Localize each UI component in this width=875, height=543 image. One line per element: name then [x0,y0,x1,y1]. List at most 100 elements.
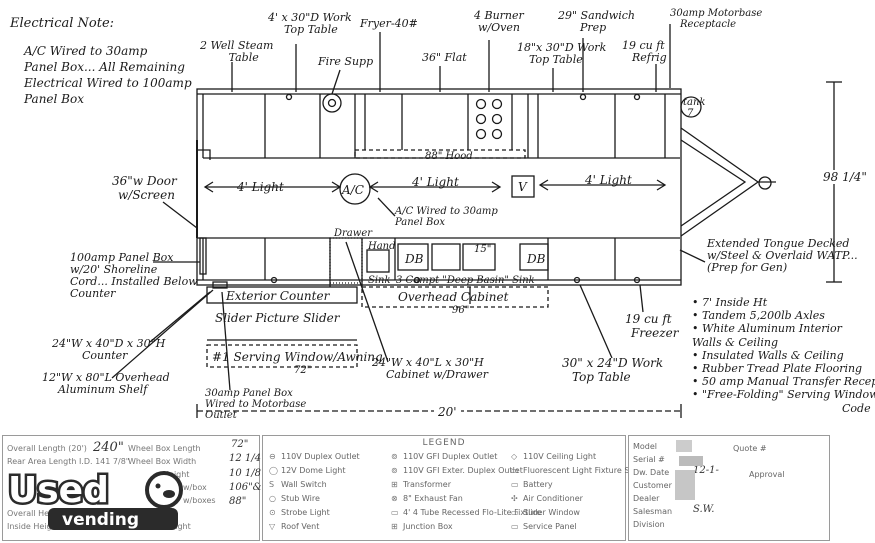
dim-label: w/boxes [183,496,216,505]
legend-item-label: Wall Switch [281,480,327,489]
cabinet-size-label: 96" [452,305,470,316]
dim-label: Wheel Box Length [128,444,201,453]
serving-window-label: #1 Serving Window/Awning [212,350,383,364]
sink-size-label: 15" [474,244,492,255]
electrical-note-line: Panel Box... All Remaining [24,60,185,74]
sink-label: Sink [368,275,391,286]
legend-symbol-icon: ⊙ [269,508,276,517]
dim-value: 106"& [229,482,262,493]
legend-item-label: Fluorescent Light Fixture Surface Mt. [523,466,670,475]
legend-symbol-icon: ▽ [269,522,276,531]
logo-word: vending [62,510,139,530]
info-value: S.W. [693,504,715,515]
legend-symbol-icon: ⊞ [391,522,398,531]
legend-symbol-icon: ▭ [511,522,519,531]
legend-symbol-icon: ✣ [511,494,518,503]
legend-item-label: 4' 4 Tube Recessed Flo-Lite Fixture [403,508,542,517]
light-label: 4' Light [237,180,284,194]
legend-item-label: Junction Box [403,522,453,531]
electrical-note-line: A/C Wired to 30amp [24,44,148,58]
dim-value: 240" [93,440,124,455]
legend-symbol-icon: ⊞ [391,480,398,489]
info-value: 12-1- [693,465,719,476]
legend-item: ⊞Transformer [391,480,451,489]
dim-label: Wheel Box Width [128,457,197,466]
dim-label: Overall Length (20') [7,444,87,453]
legend-symbol-icon: S [269,480,275,489]
info-label: Division [633,520,665,529]
drawer-label: Drawer [334,228,373,239]
dim-label: Inside Height [7,522,60,531]
legend-item: ✣Air Conditioner [511,494,583,503]
legend-item: ▭ Battery [511,480,553,489]
legend-item-label: 110V Ceiling Light [523,452,597,461]
legend-item-label: 110V GFI Exter. Duplex Outlet [403,466,523,475]
info-label: Serial # [633,455,665,464]
legend-symbol-icon: ⊚ [391,452,398,461]
legend-item-label: Slider Window [523,508,580,517]
legend-item: ▭Slider Window [511,508,580,517]
electrical-note-line: Electrical Wired to 100amp [24,76,192,90]
overall-length-dimension: 20' [434,405,461,419]
legend-panel: LEGEND ⊖110V Duplex Outlet⊚110V GFI Dupl… [262,435,670,541]
logo-word: Used [8,470,109,511]
tank-label: tank [683,97,706,108]
flat-grill-label: 36" Flat [422,51,467,64]
legend-item: ⊖110V Duplex Outlet [269,452,360,461]
legend-item: ▽Roof Vent [269,522,319,531]
overhead-cabinet-label: Overhead Cabinet [398,290,509,304]
legend-symbol-icon: ⊖ [269,452,276,461]
hand-sink-label: Hand [368,241,396,252]
info-label: Customer [633,481,672,490]
ac-unit-label: A/C [342,183,364,197]
features-list: • 7' Inside Ht • Tandem 5,200lb Axles • … [692,296,875,415]
fire-supp-label: Fire Supp [318,55,374,68]
dim-label: w/box [183,483,207,492]
legend-symbol-icon: ◇ [511,452,518,461]
legend-item: ⊞ Junction Box [391,522,453,531]
roof-vent-label: V [518,180,527,194]
compartment-sink-label: 3 Compt "Deep Basin" Sink [396,275,535,286]
dim-value: 10 1/8" [229,468,266,479]
legend-symbol-icon: ▭ [511,480,519,489]
legend-item-label: Service Panel [523,522,577,531]
legend-symbol-icon: ▭ [511,466,519,475]
serving-window-size: 72" [294,365,312,376]
dim-label: Rear Area Length I.D. 141 7/8" [7,457,130,466]
electrical-note-line: Panel Box [24,92,84,106]
legend-item: ▭ Fluorescent Light Fixture Surface Mt. [511,466,670,475]
legend-item-label: 110V GFI Duplex Outlet [403,452,498,461]
info-label: Dealer [633,494,660,503]
legend-symbol-icon: ○ [269,494,276,503]
dish-basin-label: DB [405,252,424,266]
dim-value: 88" [229,496,247,507]
legend-item: ⊗8" Exhaust Fan [391,494,463,503]
legend-item: ▭ Service Panel [511,522,577,531]
legend-symbol-icon: ⊚ [391,466,398,475]
quote-label: Quote # [733,444,767,453]
legend-item-label: Strobe Light [281,508,330,517]
light-label: 4' Light [585,173,632,187]
legend-item-label: Battery [523,480,553,489]
dim-label: Height [163,470,190,479]
tank-number: 7 [687,108,694,119]
legend-item: ◯12V Dome Light [269,466,345,475]
legend-symbol-icon: ◯ [269,466,278,475]
